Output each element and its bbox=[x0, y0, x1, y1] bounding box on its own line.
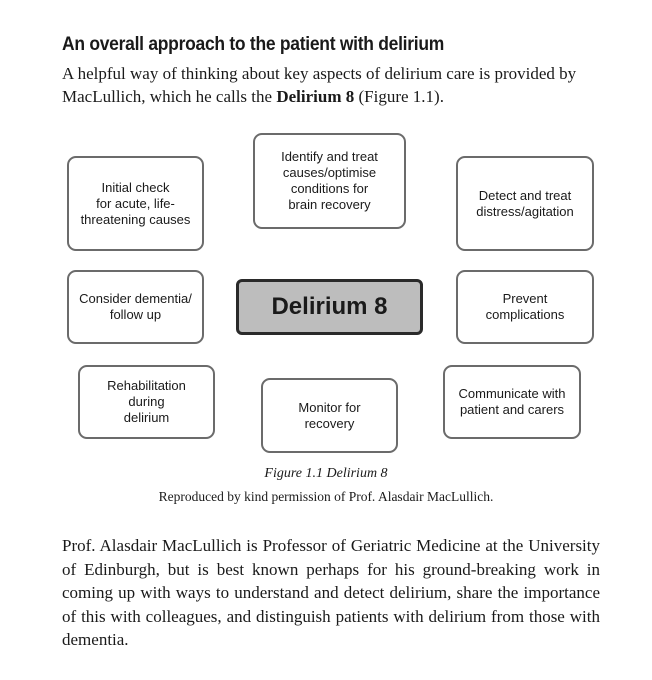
box-initial-check-label: Initial check for acute, life- threateni… bbox=[80, 179, 191, 227]
body-paragraph: Prof. Alasdair MacLullich is Professor o… bbox=[62, 536, 600, 649]
intro-text-bold: Delirium 8 bbox=[276, 87, 355, 106]
box-prevent-complications: Prevent complications bbox=[456, 270, 594, 344]
delirium-8-diagram: Initial check for acute, life- threateni… bbox=[0, 125, 652, 465]
box-initial-check: Initial check for acute, life- threateni… bbox=[67, 156, 204, 251]
section-heading: An overall approach to the patient with … bbox=[62, 34, 445, 55]
box-monitor-recovery: Monitor for recovery bbox=[261, 378, 398, 453]
intro-paragraph: A helpful way of thinking about key aspe… bbox=[62, 62, 602, 108]
center-delirium-8: Delirium 8 bbox=[236, 279, 423, 335]
box-identify-treat-causes-label: Identify and treat causes/optimise condi… bbox=[281, 149, 378, 212]
box-rehabilitation: Rehabilitation during delirium bbox=[78, 365, 215, 439]
intro-text-end: (Figure 1.1). bbox=[354, 87, 444, 106]
box-monitor-recovery-label: Monitor for recovery bbox=[298, 399, 361, 431]
center-delirium-8-label: Delirium 8 bbox=[271, 293, 388, 320]
intro-text-start: A helpful way of thinking about key aspe… bbox=[62, 64, 577, 106]
box-communicate: Communicate with patient and carers bbox=[443, 365, 581, 439]
box-communicate-label: Communicate with patient and carers bbox=[458, 386, 566, 417]
figure-credit: Reproduced by kind permission of Prof. A… bbox=[158, 489, 494, 504]
box-detect-treat-distress: Detect and treat distress/agitation bbox=[456, 156, 594, 251]
box-consider-dementia-label: Consider dementia/ follow up bbox=[79, 291, 192, 322]
box-rehabilitation-label: Rehabilitation during delirium bbox=[107, 378, 186, 425]
figure-caption: Figure 1.1 Delirium 8 bbox=[264, 466, 388, 481]
box-consider-dementia: Consider dementia/ follow up bbox=[67, 270, 204, 344]
box-prevent-complications-label: Prevent complications bbox=[485, 291, 565, 322]
box-detect-treat-distress-label: Detect and treat distress/agitation bbox=[476, 187, 574, 219]
box-identify-treat-causes: Identify and treat causes/optimise condi… bbox=[253, 133, 406, 229]
